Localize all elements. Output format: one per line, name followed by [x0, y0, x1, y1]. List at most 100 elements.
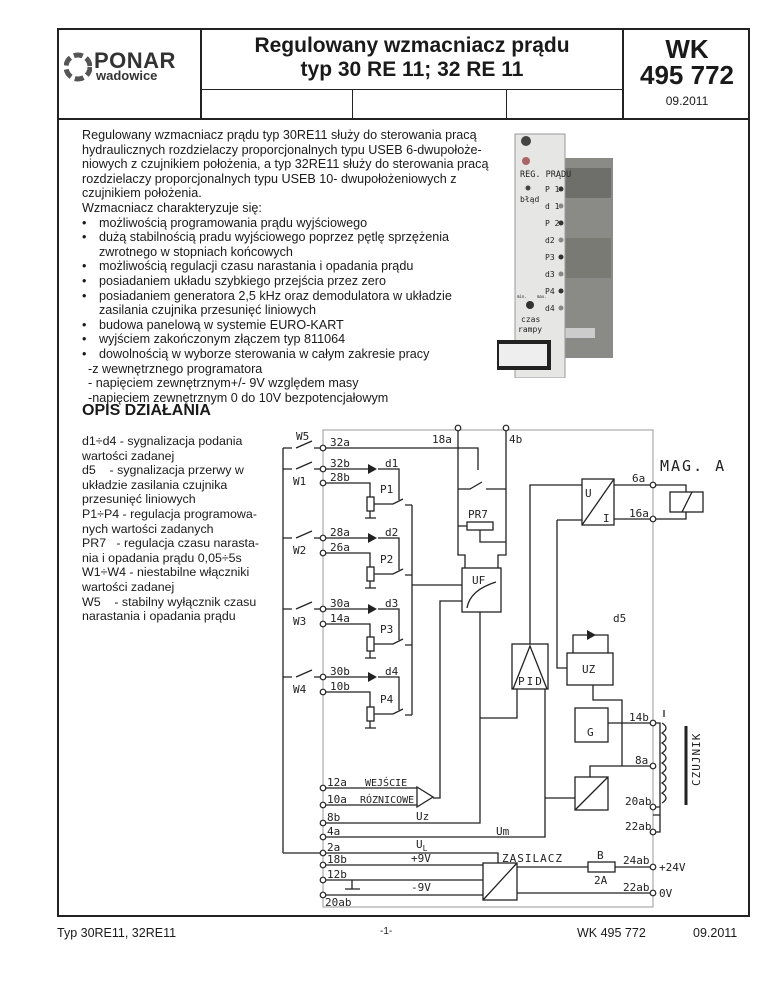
pid-block-label: PID [518, 675, 544, 688]
switch-label: W2 [293, 544, 306, 557]
panel-indicator-label: P4 [545, 287, 555, 296]
pin-label: 16a [629, 507, 649, 520]
intro-line: Regulowany wzmacniacz prądu typ 30RE11 s… [82, 128, 477, 142]
pin-label: 18b [327, 853, 347, 866]
signal-label: -9V [411, 881, 431, 894]
diff-input-label: RÓZNICOWE [360, 793, 414, 806]
ui-block-label: I [603, 512, 610, 525]
knob-max-label: max. [537, 294, 547, 299]
product-photo: REG. PRĄDU błąd P 1 d 1 P 2 d2 P3 d3 P4 … [497, 133, 613, 378]
knob-min-label: min. [517, 294, 527, 299]
pin-label: 12b [327, 868, 347, 881]
output-label: MAG. A [660, 457, 726, 475]
ui-block-label: U [585, 487, 592, 500]
pin-label: 2a [327, 841, 340, 854]
pin-label: 32b [330, 457, 350, 470]
pin-label: 28b [330, 471, 350, 484]
pin-label: 30b [330, 665, 350, 678]
intro-text: Regulowany wzmacniacz prądu typ 30RE11 s… [82, 128, 488, 405]
header-divider [352, 89, 353, 119]
bullet-item: •dużą stabilnością pradu wyjściowego pop… [82, 230, 450, 245]
pin-label: 22ab [623, 881, 650, 894]
signal-label: +9V [411, 852, 431, 865]
fuse-rating: 2A [594, 874, 608, 887]
pin-label: 6a [632, 472, 645, 485]
bullet-item: •posiadaniem układu szybkiego przejścia … [82, 273, 387, 288]
supply-plus-label: +24V [659, 861, 686, 874]
header-divider [200, 28, 202, 119]
uf-block-label: UF [472, 574, 485, 587]
company-logo: PONAR wadowice [62, 48, 196, 88]
legend-line: P1÷P4 - regulacja programowa- [82, 506, 257, 521]
legend-line: W5 - stabilny wyłącznik czasu [82, 594, 257, 609]
sub-item: -napięciem zewnętrznym 0 do 10V bezpoten… [88, 390, 389, 405]
footer-date: 09.2011 [693, 926, 738, 940]
panel-title: REG. PRĄDU [520, 170, 571, 180]
panel-indicator-label: d 1 [545, 202, 560, 211]
pin-label: 28a [330, 526, 350, 539]
signal-label: UL [416, 838, 428, 853]
legend-line: narastania i opadania prądu [82, 609, 236, 624]
pin-label: 8a [635, 754, 648, 767]
legend-line: nia i opadania prądu 0,05÷5s [82, 550, 242, 565]
psu-label: ZASILACZ [502, 852, 563, 865]
pin-label: 24ab [623, 854, 650, 867]
page-number: -1- [380, 926, 393, 937]
switch-label: W3 [293, 615, 306, 628]
legend-text: d1÷d4 - sygnalizacja podania wartości za… [82, 434, 259, 624]
legend-line: nych wartości zadanych [82, 521, 214, 536]
logo-mark-icon [64, 52, 92, 82]
header-divider [200, 89, 622, 90]
legend-line: przesunięć liniowych [82, 492, 196, 507]
sub-item: -z wewnętrznego programatora [88, 361, 263, 376]
panel-indicator-label: P 1 [545, 185, 560, 194]
bullet-item: •budowa panelową w systemie EURO-KART [82, 317, 344, 332]
switch-label: W5 [296, 430, 309, 443]
pin-label: 10b [330, 680, 350, 693]
intro-line: rozdzielaczy proporcjonalnych typu USEB … [82, 171, 457, 186]
pin-label: 22ab [625, 820, 652, 833]
diode-label: d5 [613, 612, 626, 625]
fuse-label: B [597, 849, 604, 862]
document-date: 09.2011 [665, 94, 709, 108]
intro-line: hydraulicznych rozdzielaczy proporcjonal… [82, 142, 482, 157]
legend-line: wartości zadanej [82, 579, 175, 594]
header-divider [622, 28, 624, 119]
panel-indicator-label: d3 [545, 270, 555, 279]
document-title: Regulowany wzmacniacz prądu typ 30 RE 11… [202, 34, 622, 82]
legend-line: d5 - sygnalizacja przerwy w [82, 463, 244, 478]
sub-item: - napięciem zewnętrznym+/- 9V względem m… [88, 376, 359, 391]
pin-label: 14b [629, 711, 649, 724]
intro-line: czujnikiem położenia. [82, 186, 202, 201]
legend-line: układzie zasilania czujnika [82, 477, 228, 492]
bullet-item: •posiadaniem generatora 2,5 kHz oraz dem… [82, 288, 452, 303]
switch-label: W4 [293, 683, 307, 696]
doc-code-line-1: WK [665, 34, 709, 64]
pin-label: 4a [327, 825, 340, 838]
panel-error-label: błąd [520, 195, 539, 204]
switch-label: W1 [293, 475, 306, 488]
pin-label: 30a [330, 597, 350, 610]
pin-label: 12a [327, 776, 347, 789]
legend-line: d1÷d4 - sygnalizacja podania [82, 434, 243, 448]
diff-input-label: WEJŚCIE [365, 776, 407, 789]
logo-city: wadowice [96, 68, 158, 83]
intro-line: Wzmacniacz charakteryzuje się: [82, 200, 262, 215]
intro-line: niowych z czujnikiem położenia, a typ 32… [82, 157, 489, 172]
pot-label: P4 [380, 693, 394, 706]
bullet-item: •możliwością regulacji czasu narastania … [82, 259, 414, 274]
bullet-item: •wyjściem zakończonym złączem typ 811064 [82, 332, 346, 347]
footer-left: Typ 30RE11, 32RE11 [57, 926, 177, 940]
footer-code: WK 495 772 [577, 926, 646, 940]
pin-label: 8b [327, 811, 340, 824]
sensor-label: CZUJNIK [690, 733, 703, 786]
uz-block-label: UZ [582, 663, 596, 676]
header-divider [57, 118, 750, 120]
pin-label: 32a [330, 436, 350, 449]
title-line-2: typ 30 RE 11; 32 RE 11 [300, 58, 524, 81]
legend-line: wartości zadanej [82, 448, 175, 463]
pin-label: 26a [330, 541, 350, 554]
panel-indicator-label: d2 [545, 236, 555, 245]
bullet-item: •dowolnością w wyborze sterowania w cały… [82, 346, 430, 361]
